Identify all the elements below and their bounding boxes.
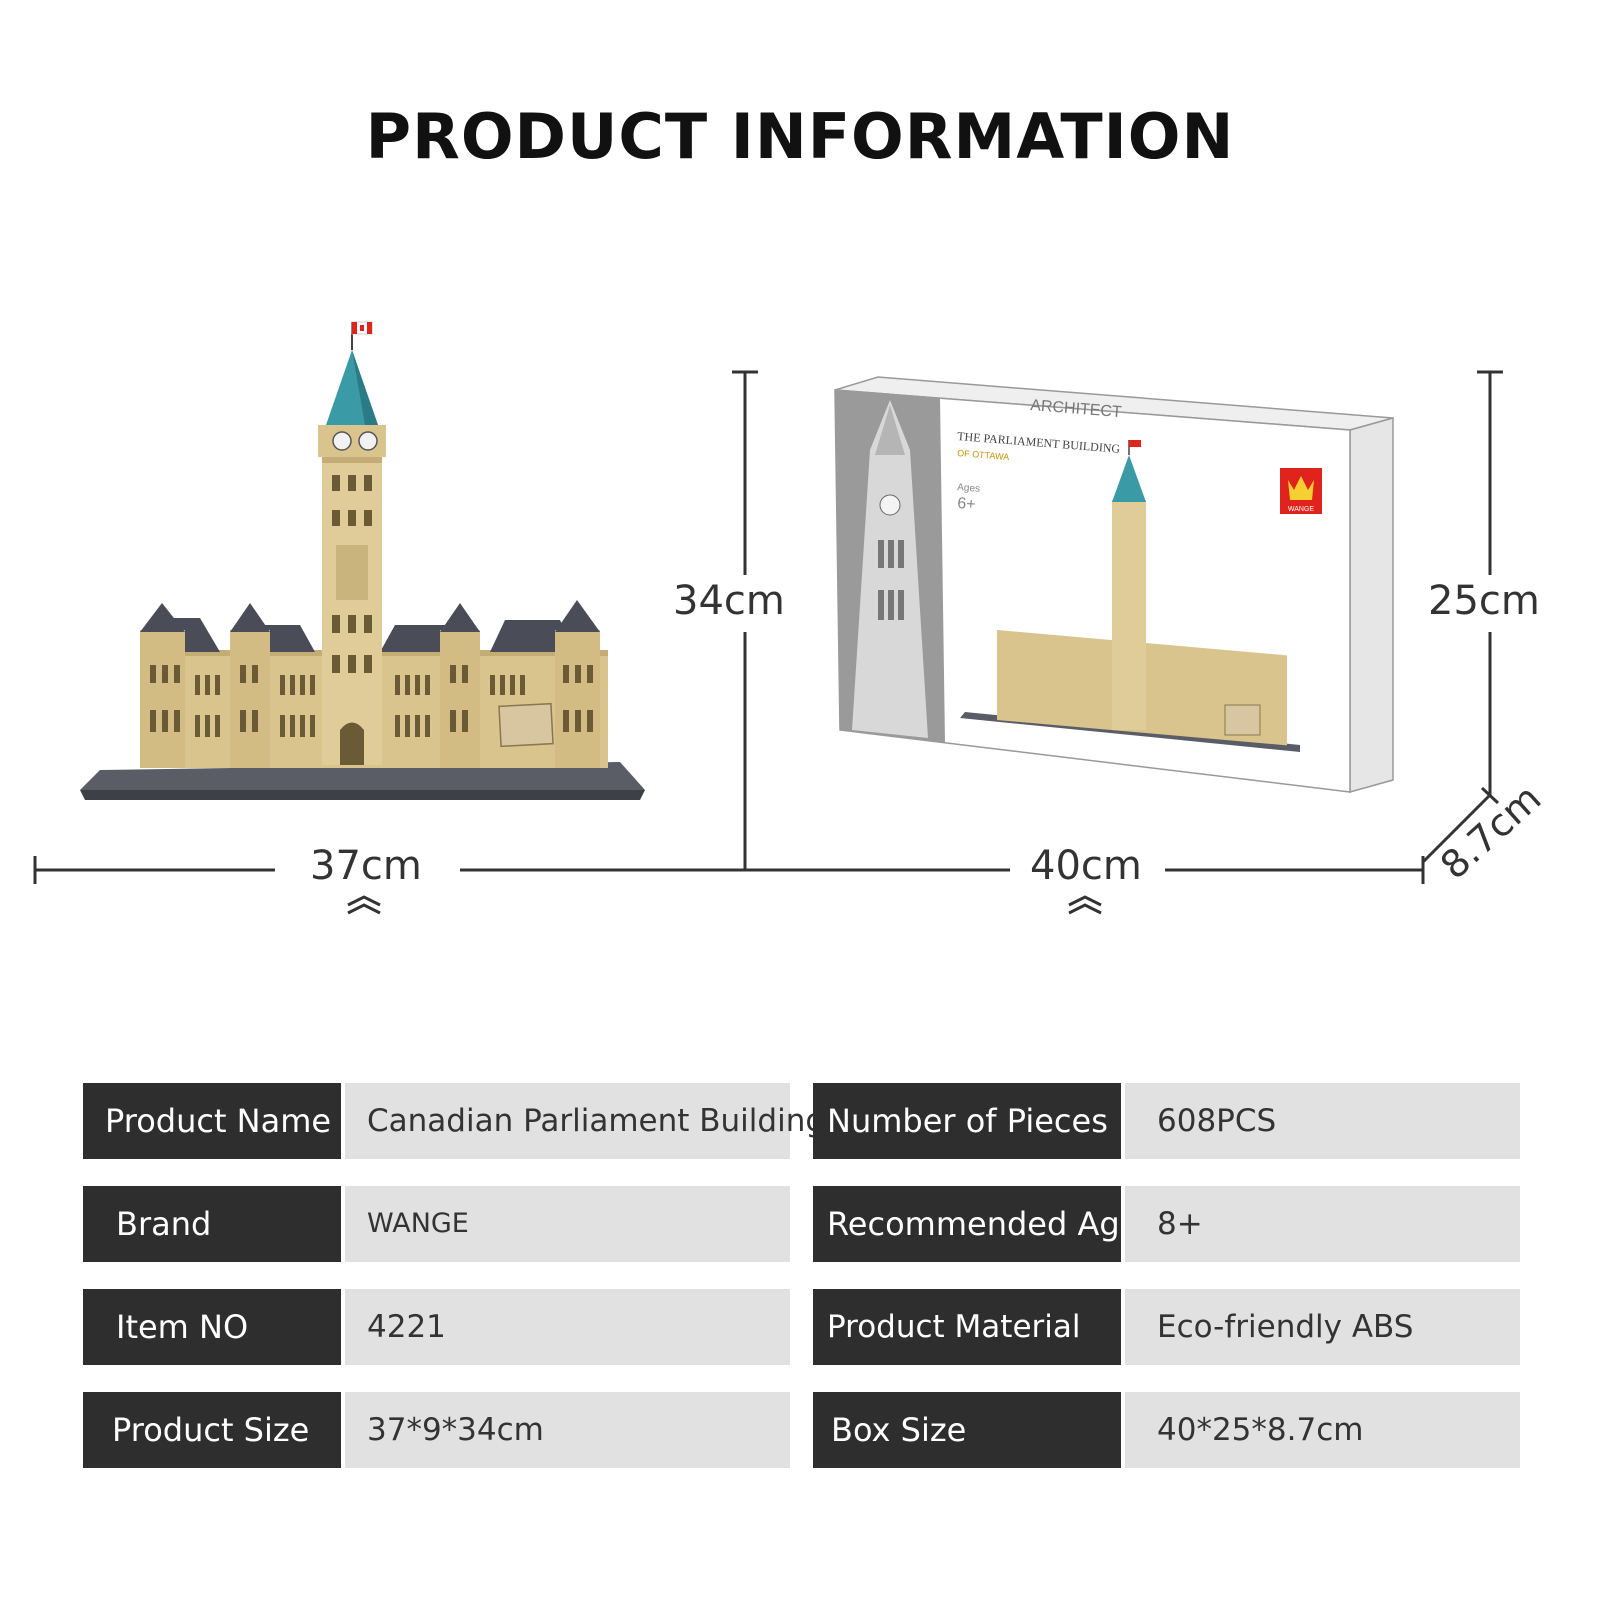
model-height-label: 34cm (673, 578, 785, 624)
spec-value: WANGE (345, 1186, 790, 1262)
spec-label: Box Size (813, 1392, 1121, 1468)
spec-row-product-size: Product Size 37*9*34cm (83, 1392, 790, 1468)
spec-label: Product Name (83, 1083, 341, 1159)
spec-row-box-size: Box Size 40*25*8.7cm (813, 1392, 1520, 1468)
box-title-line2: OF OTTAWA (957, 448, 1010, 462)
spec-label: Brand (83, 1186, 341, 1262)
spec-value: 4221 (345, 1289, 790, 1365)
spec-row-recommended-age: Recommended Age 8+ (813, 1186, 1520, 1262)
product-illustration: ARCHITECT THE PARLIAMENT BUILDING OF OTT… (33, 321, 1503, 915)
spec-label: Recommended Age (813, 1186, 1139, 1262)
spec-row-item-no: Item NO 4221 (83, 1289, 790, 1365)
spec-value: Canadian Parliament Building (345, 1083, 825, 1159)
spec-label: Number of Pieces (813, 1083, 1121, 1159)
box-width-label: 40cm (1030, 843, 1142, 889)
spec-value: 608PCS (1125, 1083, 1520, 1159)
model-image (80, 321, 645, 800)
model-width-label: 37cm (310, 843, 422, 889)
spec-row-brand: Brand WANGE (83, 1186, 790, 1262)
spec-row-product-name: Product Name Canadian Parliament Buildin… (83, 1083, 825, 1159)
box-age-value: 6+ (957, 495, 977, 513)
spec-label: Product Material (813, 1289, 1121, 1365)
box-height-label: 25cm (1428, 578, 1540, 624)
chevron-up-icon (347, 895, 381, 915)
dimension-lines (33, 370, 1503, 884)
page-title: PRODUCT INFORMATION (365, 100, 1235, 173)
spec-value: 40*25*8.7cm (1125, 1392, 1520, 1468)
spec-value: Eco-friendly ABS (1125, 1289, 1520, 1365)
spec-label: Item NO (83, 1289, 341, 1365)
box-image (834, 376, 1394, 793)
spec-label: Product Size (83, 1392, 341, 1468)
spec-value: 37*9*34cm (345, 1392, 790, 1468)
spec-value: 8+ (1125, 1186, 1520, 1262)
spec-row-product-material: Product Material Eco-friendly ABS (813, 1289, 1520, 1365)
spec-row-number-of-pieces: Number of Pieces 608PCS (813, 1083, 1520, 1159)
chevron-up-icon (1068, 895, 1102, 915)
box-brand-logo-text: WANGE (1288, 506, 1315, 513)
box-age-label: Ages (957, 482, 981, 495)
